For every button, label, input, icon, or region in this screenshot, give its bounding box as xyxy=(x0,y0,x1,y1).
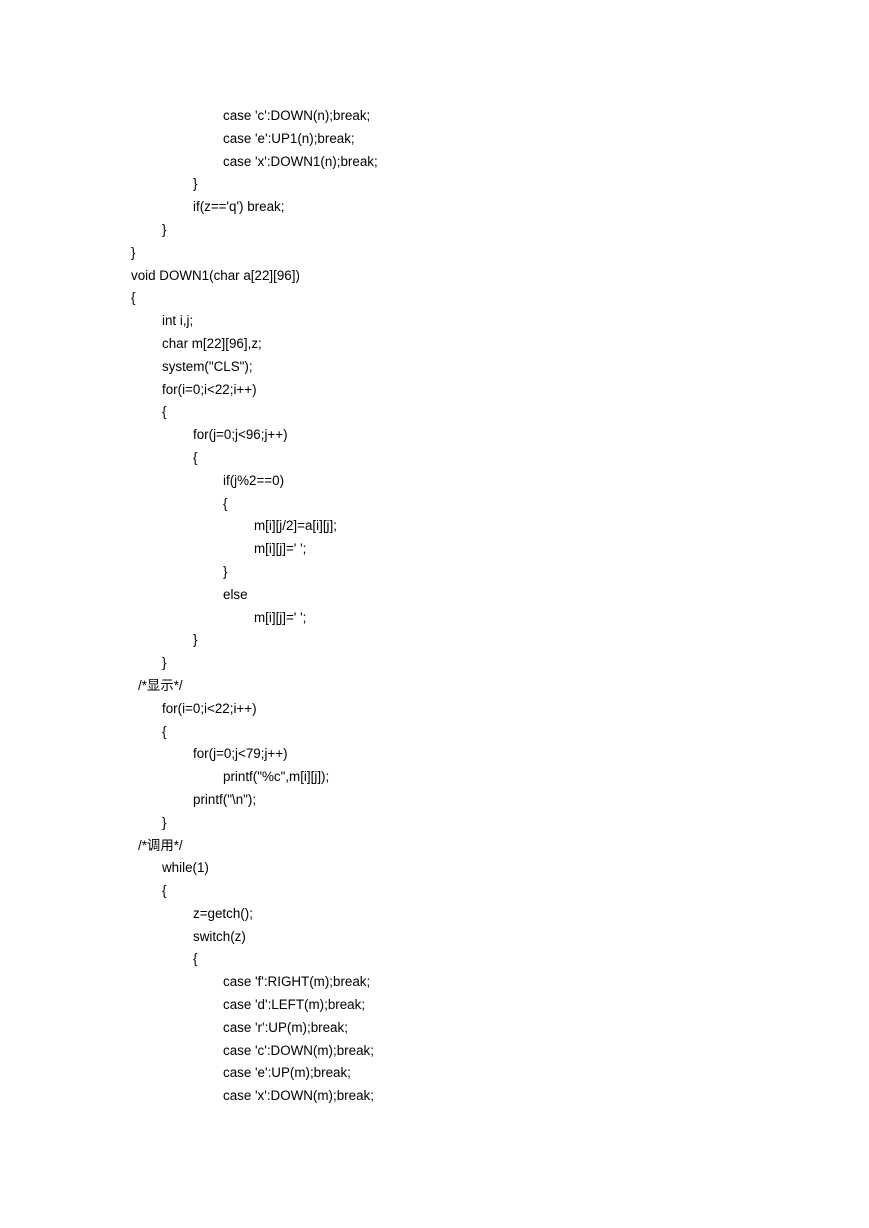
code-line: } xyxy=(193,632,198,648)
code-line: void DOWN1(char a[22][96]) xyxy=(131,267,300,283)
code-line: case 'c':DOWN(m);break; xyxy=(223,1042,374,1058)
code-line: else xyxy=(223,586,248,602)
code-line: { xyxy=(223,495,228,511)
code-line: for(i=0;i<22;i++) xyxy=(162,381,257,397)
code-line: case 'c':DOWN(n);break; xyxy=(223,108,371,123)
code-line: } xyxy=(162,221,167,237)
code-line: if(j%2==0) xyxy=(223,472,285,488)
code-line: { xyxy=(193,449,198,465)
code-line: { xyxy=(162,404,167,420)
code-line: case 'f':RIGHT(m);break; xyxy=(223,974,371,990)
code-line: printf("\n"); xyxy=(193,791,257,807)
code-line: printf("%c",m[i][j]); xyxy=(223,769,330,785)
code-line: } xyxy=(162,655,167,671)
code-line: m[i][j/2]=a[i][j]; xyxy=(254,518,337,534)
code-line: char m[22][96],z; xyxy=(162,335,262,351)
code-line: z=getch(); xyxy=(193,905,253,921)
code-comment-line: /*调用*/ xyxy=(138,837,183,853)
code-line: { xyxy=(193,951,198,967)
code-line: case 'r':UP(m);break; xyxy=(223,1019,348,1035)
code-line: for(j=0;j<79;j++) xyxy=(193,746,288,762)
code-line: } xyxy=(162,814,167,830)
code-line: for(j=0;j<96;j++) xyxy=(193,427,288,443)
code-line: system("CLS"); xyxy=(162,358,253,374)
code-comment-line: /*显示*/ xyxy=(138,677,183,693)
code-line: } xyxy=(193,176,198,192)
code-line: { xyxy=(162,883,167,899)
code-line: m[i][j]=' '; xyxy=(254,541,307,557)
code-line: case 'x':DOWN(m);break; xyxy=(223,1088,374,1104)
code-line: { xyxy=(131,290,136,306)
code-line: switch(z) xyxy=(193,928,246,944)
code-line: } xyxy=(131,244,136,260)
code-line: if(z=='q') break; xyxy=(193,199,285,215)
code-line: case 'd':LEFT(m);break; xyxy=(223,997,366,1013)
code-line: case 'e':UP(m);break; xyxy=(223,1065,351,1081)
code-line: case 'x':DOWN1(n);break; xyxy=(223,153,378,169)
code-line: int i,j; xyxy=(162,313,194,329)
code-line: m[i][j]=' '; xyxy=(254,609,307,625)
code-line: while(1) xyxy=(162,860,209,876)
code-line: case 'e':UP1(n);break; xyxy=(223,130,355,146)
code-line: for(i=0;i<22;i++) xyxy=(162,700,257,716)
code-line: { xyxy=(162,723,167,739)
code-line: } xyxy=(223,563,228,579)
code-listing: case 'c':DOWN(n);break; case 'e':UP1(n);b… xyxy=(131,105,831,1108)
